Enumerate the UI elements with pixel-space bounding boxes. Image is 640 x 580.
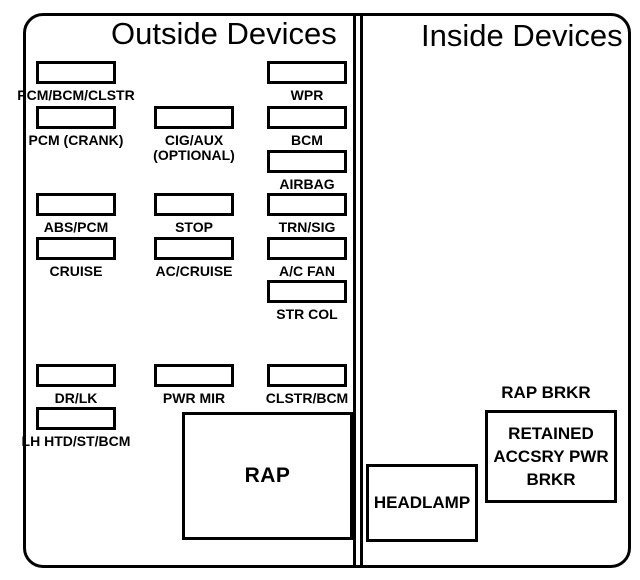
fuse-dr-lk: DR/LK <box>36 364 116 406</box>
headlamp-box: HEADLAMP <box>366 464 478 542</box>
fuse-label: TRN/SIG <box>278 219 336 235</box>
fuse-slot <box>36 61 116 84</box>
fuse-label: CLSTR/BCM <box>265 390 349 406</box>
fuse-slot <box>36 237 116 260</box>
fuse-label: DR/LK <box>54 390 98 406</box>
fuse-label-line1: CIG/AUX <box>164 132 224 148</box>
fuse-slot <box>267 193 347 216</box>
fuse-label-line2: (OPTIONAL) <box>153 147 235 163</box>
fuse-cig-aux: CIG/AUX (OPTIONAL) <box>153 106 235 163</box>
headlamp-label: HEADLAMP <box>373 493 471 512</box>
retained-accsry-pwr-brkr-box: RETAINED ACCSRY PWR BRKR <box>485 410 617 503</box>
fuse-label: LH HTD/ST/BCM <box>21 433 131 449</box>
fuse-label: A/C FAN <box>279 263 335 279</box>
fuse-slot <box>267 106 347 129</box>
fuse-slot <box>154 106 234 129</box>
breaker-line-1: RETAINED <box>508 424 594 443</box>
fuse-label: BCM <box>291 132 323 148</box>
fuse-slot <box>267 237 347 260</box>
fuse-slot <box>267 364 347 387</box>
fuse-clstr-bcm: CLSTR/BCM <box>266 364 348 406</box>
fuse-label: CIG/AUX (OPTIONAL) <box>153 133 235 163</box>
rap-label: RAP <box>244 464 291 487</box>
fuse-label: PCM/BCM/CLSTR <box>17 87 135 103</box>
fuse-slot <box>36 364 116 387</box>
fuse-str-col: STR COL <box>267 280 347 322</box>
breaker-line-2: ACCSRY PWR <box>493 447 609 466</box>
rap-relay-box: RAP <box>182 412 353 540</box>
fuse-ac-cruise: AC/CRUISE <box>154 237 234 279</box>
fuse-slot <box>154 237 234 260</box>
fuse-pwr-mir: PWR MIR <box>154 364 234 406</box>
fuse-label: PCM (CRANK) <box>28 132 124 148</box>
fuse-label: STR COL <box>276 306 338 322</box>
fuse-pcm-bcm-clstr: PCM/BCM/CLSTR <box>17 61 135 103</box>
fuse-slot <box>154 364 234 387</box>
fuse-label: AC/CRUISE <box>155 263 233 279</box>
fuse-lh-htd-st-bcm: LH HTD/ST/BCM <box>22 407 130 449</box>
fuse-slot <box>36 407 116 430</box>
rap-brkr-caption: RAP BRKR <box>501 383 591 402</box>
fuse-label: AIRBAG <box>279 176 335 192</box>
fuse-label: PWR MIR <box>162 390 226 406</box>
fuse-label: WPR <box>290 87 324 103</box>
fuse-label: STOP <box>175 219 213 235</box>
fuse-bcm: BCM <box>267 106 347 148</box>
fuse-pcm-crank: PCM (CRANK) <box>29 106 123 148</box>
fuse-slot <box>267 280 347 303</box>
fuse-airbag: AIRBAG <box>267 150 347 192</box>
fuse-trn-sig: TRN/SIG <box>267 193 347 235</box>
fuse-stop: STOP <box>154 193 234 235</box>
fuse-slot <box>267 61 347 84</box>
fuse-label: ABS/PCM <box>43 219 109 235</box>
fuse-ac-fan: A/C FAN <box>267 237 347 279</box>
fuse-cruise: CRUISE <box>36 237 116 279</box>
section-divider-left-line <box>353 16 356 565</box>
fuse-slot <box>267 150 347 173</box>
section-title-inside: Inside Devices <box>421 18 623 53</box>
section-title-outside: Outside Devices <box>111 16 337 51</box>
fuse-slot <box>154 193 234 216</box>
fuse-label: CRUISE <box>49 263 103 279</box>
section-divider-right-line <box>360 16 363 565</box>
fuse-abs-pcm: ABS/PCM <box>36 193 116 235</box>
fuse-wpr: WPR <box>267 61 347 103</box>
fuse-slot <box>36 106 116 129</box>
breaker-line-3: BRKR <box>526 470 576 489</box>
fuse-slot <box>36 193 116 216</box>
